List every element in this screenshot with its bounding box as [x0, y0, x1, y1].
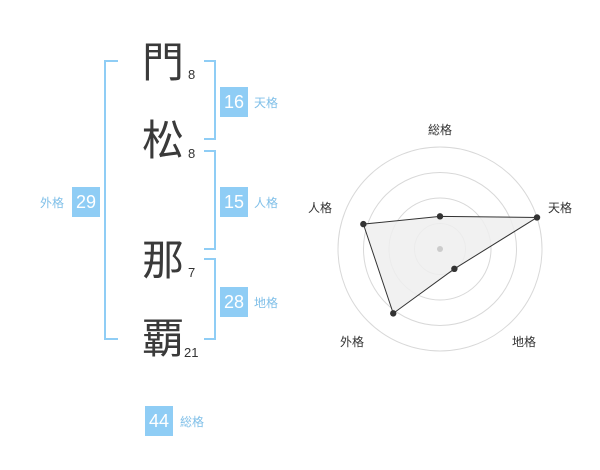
- tenkaku-bracket: [204, 60, 216, 140]
- radar-area: [362, 215, 539, 315]
- tenkaku-value: 16: [220, 87, 248, 117]
- stroke-count-4: 21: [184, 345, 199, 360]
- radar-point-4: [390, 310, 397, 317]
- chikaku-value: 28: [220, 287, 248, 317]
- gaikaku-bracket: [104, 60, 118, 340]
- chikaku-label: 地格: [254, 296, 279, 310]
- jinkaku-label: 人格: [254, 196, 279, 210]
- radar-axis-label-soukaku: 総格: [428, 123, 453, 137]
- radar-point-5: [360, 220, 367, 228]
- tenkaku-label: 天格: [254, 96, 279, 110]
- stroke-count-2: 8: [188, 146, 196, 161]
- stroke-count-3: 7: [188, 265, 196, 280]
- jinkaku-bracket: [204, 150, 216, 250]
- soukaku-label: 総格: [180, 415, 205, 429]
- gaikaku-value: 29: [72, 187, 100, 217]
- name-char-1: 門: [142, 38, 185, 87]
- radar-point-1: [436, 213, 444, 220]
- radar-ring: [337, 146, 543, 352]
- radar-point-3: [451, 265, 458, 273]
- radar-center-dot: [437, 246, 443, 252]
- radar-axis-label-chikaku: 地格: [512, 335, 537, 349]
- jinkaku-value: 15: [220, 187, 248, 217]
- stroke-count-1: 8: [188, 67, 196, 82]
- radar-axis-label-tenkaku: 天格: [548, 201, 573, 215]
- radar-point-2: [533, 214, 541, 221]
- radar-axis-label-gaikaku: 外格: [340, 335, 365, 349]
- name-char-2: 松: [142, 116, 185, 165]
- gaikaku-label: 外格: [40, 196, 65, 210]
- name-char-3: 那: [142, 236, 185, 285]
- chikaku-bracket: [204, 258, 216, 340]
- soukaku-value: 44: [145, 406, 173, 436]
- radar-axis-label-jinkaku: 人格: [308, 201, 333, 215]
- name-char-4: 覇: [142, 314, 185, 363]
- radar-ring: [363, 172, 517, 326]
